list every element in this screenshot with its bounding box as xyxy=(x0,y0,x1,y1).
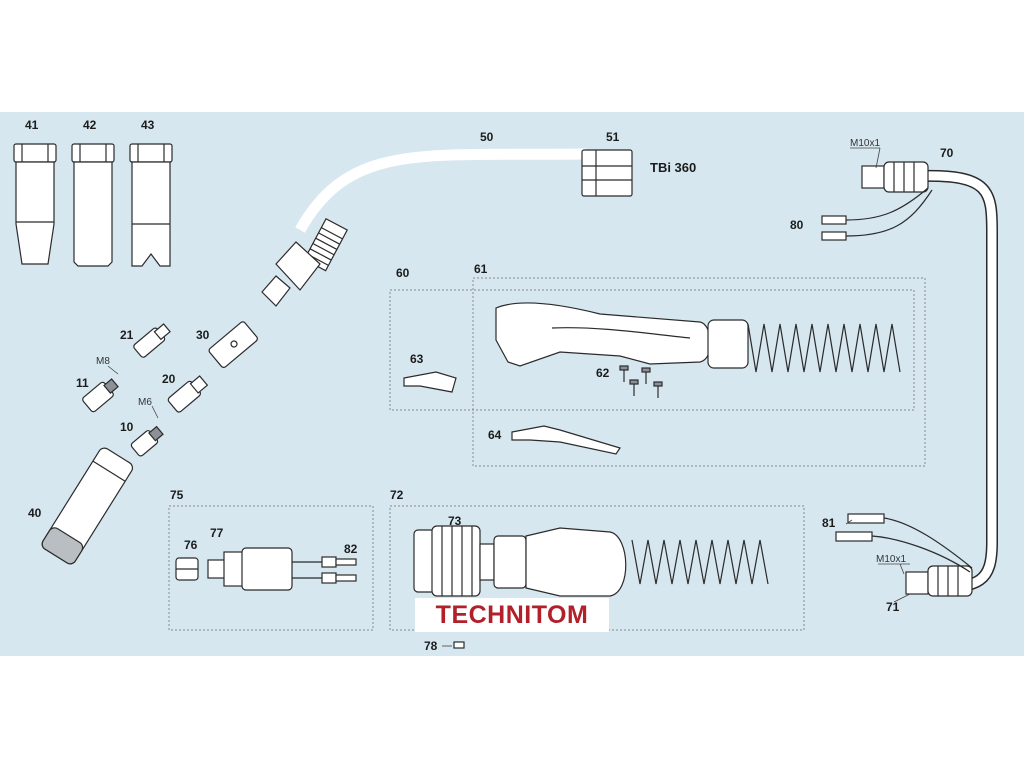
tip-holder-21 xyxy=(133,323,171,358)
label-73: 73 xyxy=(448,514,462,528)
model-name: TBi 360 xyxy=(650,160,697,175)
label-77: 77 xyxy=(210,526,224,540)
trigger-63 xyxy=(403,371,457,393)
label-30: 30 xyxy=(196,328,210,342)
nut-76 xyxy=(175,557,199,581)
label-41: 41 xyxy=(25,118,39,132)
label-43: 43 xyxy=(141,118,155,132)
label-80: 80 xyxy=(790,218,804,232)
tip-11 xyxy=(82,378,119,413)
swan-neck-50 xyxy=(261,148,587,307)
label-76: 76 xyxy=(184,538,198,552)
label-50: 50 xyxy=(480,130,494,144)
connector-51 xyxy=(581,149,633,197)
handle-72 xyxy=(413,525,769,597)
label-75: 75 xyxy=(170,488,184,502)
thread-m8: M8 xyxy=(96,356,110,367)
label-51: 51 xyxy=(606,130,620,144)
label-61: 61 xyxy=(474,262,488,276)
nozzle-43 xyxy=(129,143,173,267)
nozzle-42 xyxy=(71,143,115,267)
group-box-75 xyxy=(168,505,374,631)
screw-78 xyxy=(442,641,465,649)
label-11: 11 xyxy=(76,376,89,390)
spring-guard xyxy=(747,323,901,373)
tip-10 xyxy=(130,425,164,457)
gas-diffuser-30 xyxy=(208,321,258,368)
thread-m10-top: M10x1 xyxy=(850,138,881,149)
label-82: 82 xyxy=(344,542,358,556)
label-71: 71 xyxy=(886,600,900,614)
label-60: 60 xyxy=(396,266,410,280)
screws-62 xyxy=(619,365,663,398)
thread-m6: M6 xyxy=(138,397,152,408)
label-72: 72 xyxy=(390,488,404,502)
handle-61 xyxy=(495,302,901,373)
diagram-drawing xyxy=(13,143,998,649)
thread-m10-bottom: M10x1 xyxy=(876,554,907,565)
label-10: 10 xyxy=(120,420,134,434)
exploded-parts-diagram: 41 42 43 50 51 TBi 360 21 M8 11 20 M6 10… xyxy=(0,112,1024,656)
group-box-60 xyxy=(389,289,915,411)
label-70: 70 xyxy=(940,146,954,160)
label-21: 21 xyxy=(120,328,134,342)
label-64: 64 xyxy=(488,428,502,442)
nozzle-40 xyxy=(41,447,134,565)
label-20: 20 xyxy=(162,372,176,386)
hose-70-71 xyxy=(821,161,998,597)
label-42: 42 xyxy=(83,118,97,132)
label-40: 40 xyxy=(28,506,42,520)
label-81: 81 xyxy=(822,516,836,530)
connector-77 xyxy=(207,547,357,591)
tip-holder-20 xyxy=(167,375,209,413)
spring-guard-72 xyxy=(631,539,769,585)
label-63: 63 xyxy=(410,352,424,366)
trigger-64 xyxy=(511,425,621,455)
label-78: 78 xyxy=(424,639,438,653)
brand-name: TECHNITOM xyxy=(435,600,589,629)
label-62: 62 xyxy=(596,366,610,380)
group-box-61 xyxy=(472,277,926,467)
nozzle-41 xyxy=(13,143,57,265)
brand-logo: TECHNITOM xyxy=(415,598,609,632)
